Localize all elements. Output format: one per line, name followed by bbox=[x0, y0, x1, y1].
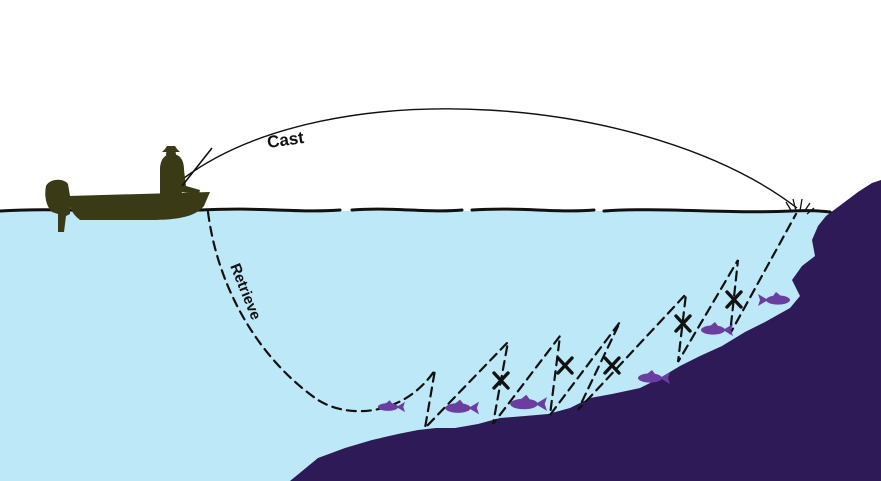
x-mark-icon bbox=[603, 356, 621, 375]
retrieve-path bbox=[206, 210, 798, 432]
x-mark-icon bbox=[725, 290, 743, 309]
cast-line bbox=[183, 108, 798, 209]
fishing-rod bbox=[181, 147, 213, 187]
x-mark-icon bbox=[674, 314, 692, 333]
lure-splash-icon bbox=[785, 198, 815, 215]
cast-label: Cast bbox=[266, 128, 305, 152]
lake-bank bbox=[290, 180, 881, 481]
snag-markers bbox=[492, 290, 743, 390]
x-mark-icon bbox=[556, 356, 574, 375]
x-mark-icon bbox=[492, 371, 510, 390]
boat-with-angler-icon bbox=[45, 146, 210, 232]
